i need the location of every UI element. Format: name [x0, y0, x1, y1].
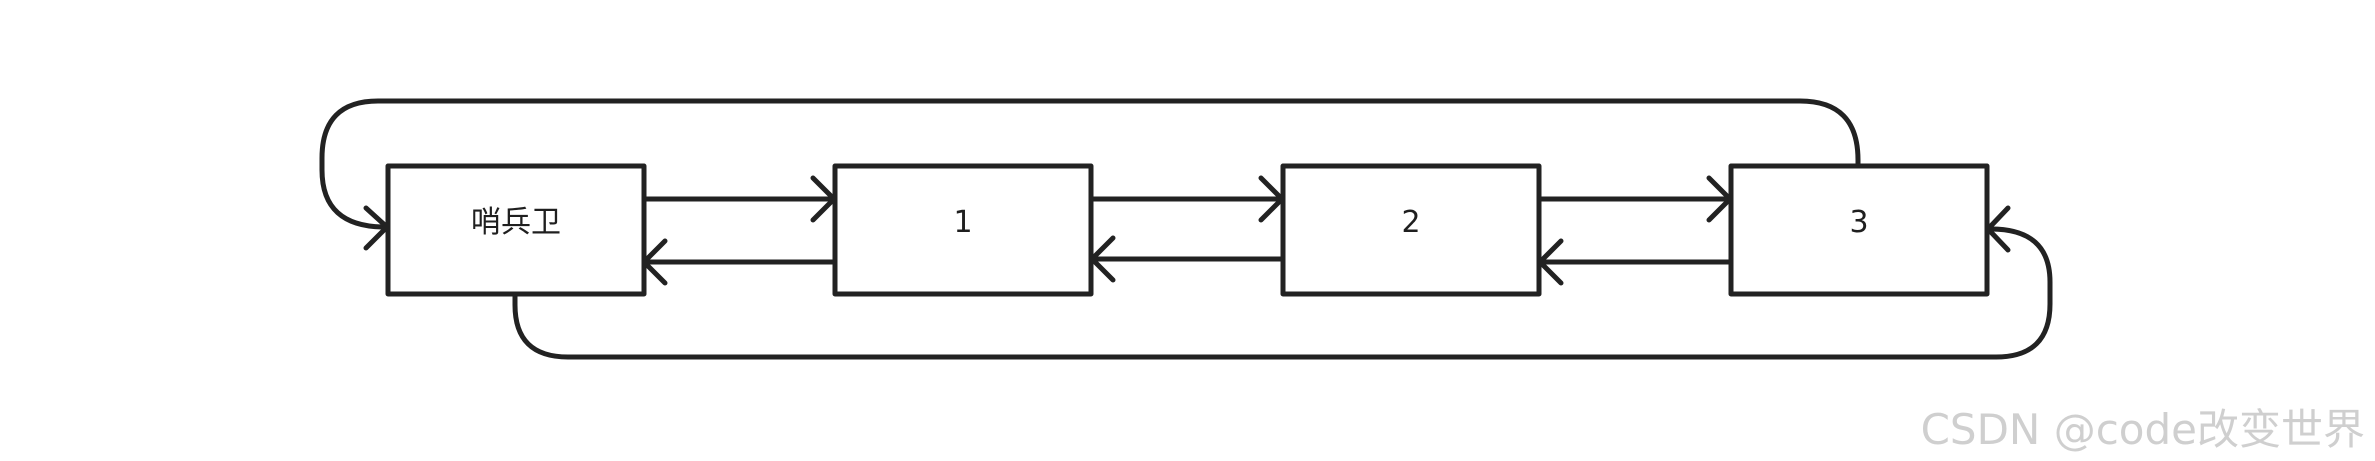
node-box-3 [1728, 163, 1990, 297]
edge-sentinel-to-n3 [512, 226, 2053, 360]
watermark-text: CSDN @code改变世界 [1920, 405, 2365, 454]
node-box-1 [832, 163, 1094, 297]
node-box-2 [1280, 163, 1542, 297]
node-label-sentinel: 哨兵卫 [471, 205, 561, 240]
node-box-sentinel [385, 163, 647, 297]
node-label-1: 1 [953, 205, 972, 240]
edge-n3-to-sentinel [319, 98, 1861, 230]
node-label-2: 2 [1401, 205, 1420, 240]
node-label-3: 3 [1849, 205, 1868, 240]
